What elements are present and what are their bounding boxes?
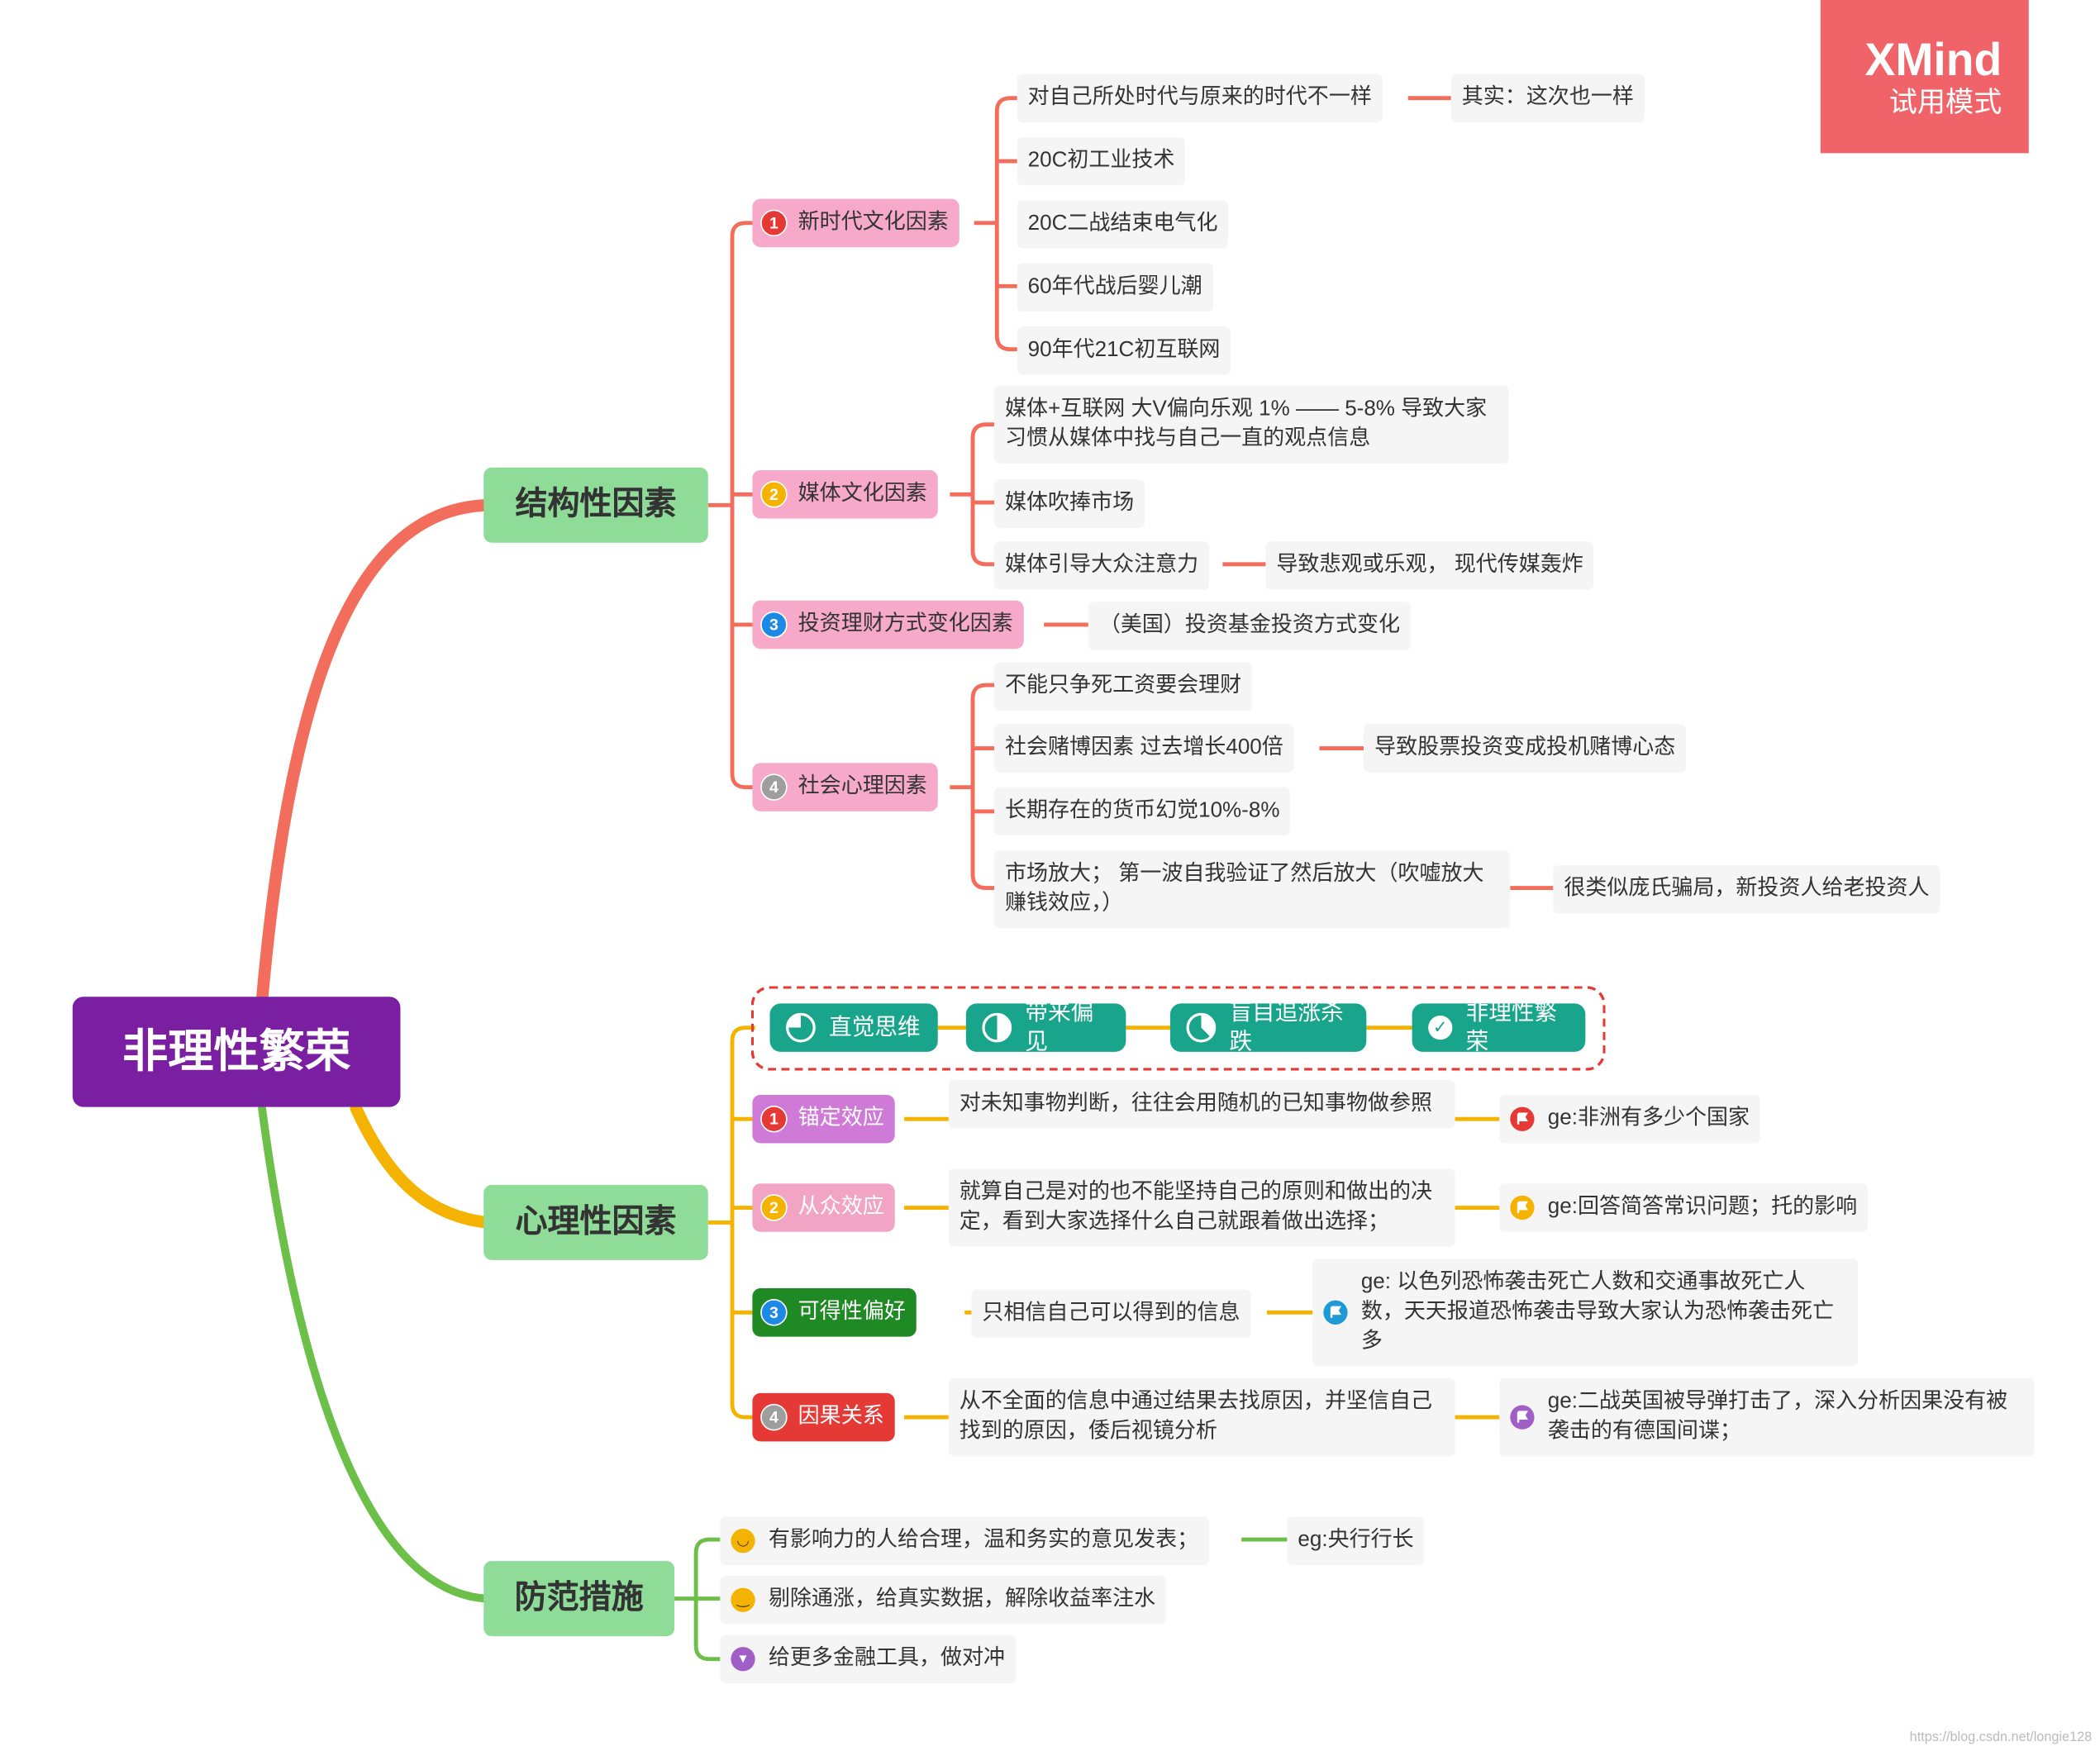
- example-label: ge:非洲有多少个国家: [1547, 1106, 1750, 1130]
- leaf-media-internet[interactable]: 媒体+互联网 大V偏向乐观 1% —— 5-8% 导致大家习惯从媒体中找与自己一…: [994, 385, 1509, 464]
- subtopic-label: 媒体文化因素: [798, 482, 927, 506]
- prevent-label: 给更多金融工具，做对冲: [768, 1647, 1006, 1670]
- priority-4-icon: 4: [760, 1403, 788, 1431]
- watermark-brand: XMind: [1864, 35, 2002, 87]
- leaf-note-same[interactable]: 其实：这次也一样: [1450, 74, 1645, 122]
- priority-3-icon: 3: [760, 1299, 788, 1326]
- leaf-money-illusion[interactable]: 长期存在的货币幻觉10%-8%: [994, 787, 1291, 836]
- leaf-baby-boom[interactable]: 60年代战后婴儿潮: [1017, 263, 1213, 312]
- leaf-electrification[interactable]: 20C二战结束电气化: [1017, 200, 1229, 249]
- example-label: ge: 以色列恐怖袭击死亡人数和交通事故死亡人数，天天报道恐怖袭击导致大家认为恐…: [1360, 1270, 1835, 1354]
- prevent-label: 剔除通涨，给真实数据，解除收益率注水: [768, 1587, 1156, 1611]
- example-label: ge:回答简答常识问题；托的影响: [1547, 1195, 1858, 1219]
- subtopic-causality[interactable]: 4 因果关系: [752, 1392, 895, 1442]
- subtopic-label: 锚定效应: [798, 1106, 884, 1130]
- laughing-face-icon: ◡: [731, 1529, 755, 1554]
- subtopic-investment-change[interactable]: 3 投资理财方式变化因素: [752, 600, 1024, 649]
- chain-label: 直觉思维: [829, 1014, 921, 1040]
- leaf-prevent-influencers[interactable]: ◡ 有影响力的人给合理，温和务实的意见发表；: [720, 1516, 1210, 1565]
- source-url: https://blog.csdn.net/longie128: [1909, 1730, 2093, 1745]
- watermark-mode: 试用模式: [1888, 87, 2002, 119]
- priority-3-icon: 3: [760, 611, 788, 639]
- example-label: ge:二战英国被导弹打击了，深入分析因果没有被袭击的有德国间谍；: [1547, 1390, 2008, 1444]
- leaf-ponzi[interactable]: 很类似庞氏骗局，新投资人给老投资人: [1553, 864, 1940, 914]
- leaf-causality-desc[interactable]: 从不全面的信息中通过结果去找原因，并坚信自己找到的原因，倭后视镜分析: [948, 1377, 1455, 1457]
- leaf-prevent-hedging[interactable]: ▾ 给更多金融工具，做对冲: [720, 1634, 1017, 1684]
- leaf-herd-desc[interactable]: 就算自己是对的也不能坚持自己的原则和做出的决定，看到大家选择什么自己就跟着做出选…: [948, 1168, 1455, 1247]
- leaf-media-attention[interactable]: 媒体引导大众注意力: [994, 541, 1210, 590]
- subtopic-social-psych[interactable]: 4 社会心理因素: [752, 763, 938, 811]
- subtopic-label: 社会心理因素: [798, 775, 927, 798]
- subtopic-label: 因果关系: [798, 1405, 884, 1429]
- progress-half-icon: [982, 1012, 1012, 1043]
- chain-boundary: [750, 986, 1606, 1071]
- chain-intuition[interactable]: 直觉思维: [769, 1003, 938, 1052]
- leaf-availability-desc[interactable]: 只相信自己可以得到的信息: [971, 1289, 1251, 1339]
- leaf-media-hype[interactable]: 媒体吹捧市场: [994, 479, 1145, 528]
- flag-icon: [1510, 1195, 1535, 1220]
- leaf-manage-money[interactable]: 不能只争死工资要会理财: [994, 662, 1253, 711]
- leaf-availability-example[interactable]: ge: 以色列恐怖袭击死亡人数和交通事故死亡人数，天天报道恐怖袭击导致大家认为恐…: [1312, 1259, 1859, 1367]
- progress-three-quarter-icon: [786, 1012, 816, 1043]
- subtopic-label: 投资理财方式变化因素: [798, 612, 1013, 635]
- leaf-us-funds[interactable]: （美国）投资基金投资方式变化: [1088, 602, 1412, 650]
- subtopic-label: 可得性偏好: [798, 1300, 906, 1324]
- leaf-herd-example[interactable]: ge:回答简答常识问题；托的影响: [1499, 1183, 1869, 1232]
- prevent-label: 有影响力的人给合理，温和务实的意见发表；: [768, 1529, 1199, 1552]
- flag-icon: [1510, 1106, 1535, 1131]
- subtopic-anchoring[interactable]: 1 锚定效应: [752, 1094, 895, 1144]
- leaf-anchoring-desc[interactable]: 对未知事物判断，往往会用随机的已知事物做参照: [948, 1080, 1455, 1129]
- subtopic-herd[interactable]: 2 从众效应: [752, 1183, 895, 1232]
- leaf-internet[interactable]: 90年代21C初互联网: [1017, 326, 1231, 375]
- subtopic-new-era-culture[interactable]: 1 新时代文化因素: [752, 198, 960, 248]
- progress-complete-icon: ✓: [1428, 1016, 1453, 1040]
- root-topic[interactable]: 非理性繁荣: [72, 997, 401, 1107]
- topic-structural[interactable]: 结构性因素: [483, 467, 708, 543]
- devil-face-icon: ▾: [731, 1647, 755, 1672]
- subtopic-availability[interactable]: 3 可得性偏好: [752, 1288, 917, 1337]
- chain-chase[interactable]: 盲目追涨杀跌: [1169, 1000, 1367, 1054]
- chain-label: 非理性繁荣: [1465, 999, 1558, 1055]
- leaf-gambling[interactable]: 社会赌博因素 过去增长400倍: [994, 724, 1294, 773]
- priority-2-icon: 2: [760, 481, 788, 508]
- priority-1-icon: 1: [760, 209, 788, 237]
- leaf-anchoring-example[interactable]: ge:非洲有多少个国家: [1499, 1094, 1761, 1144]
- leaf-market-amplify[interactable]: 市场放大； 第一波自我验证了然后放大（吹嘘放大赚钱效应，）: [994, 850, 1511, 929]
- leaf-prevent-central-bank[interactable]: eg:央行行长: [1287, 1516, 1425, 1565]
- trial-watermark: XMind 试用模式: [1820, 0, 2029, 154]
- leaf-prevent-real-data[interactable]: ‿ 剔除通涨，给真实数据，解除收益率注水: [720, 1575, 1167, 1625]
- chain-label: 盲目追涨杀跌: [1229, 999, 1344, 1055]
- leaf-causality-example[interactable]: ge:二战英国被导弹打击了，深入分析因果没有被袭击的有德国间谍；: [1499, 1377, 2035, 1457]
- progress-three-eighth-icon: [1186, 1012, 1217, 1043]
- leaf-era-different[interactable]: 对自己所处时代与原来的时代不一样: [1017, 74, 1383, 122]
- subtopic-label: 新时代文化因素: [798, 211, 949, 234]
- leaf-industrial-tech[interactable]: 20C初工业技术: [1017, 136, 1186, 186]
- priority-4-icon: 4: [760, 773, 788, 801]
- subtopic-media-culture[interactable]: 2 媒体文化因素: [752, 469, 938, 519]
- priority-2-icon: 2: [760, 1194, 788, 1221]
- priority-1-icon: 1: [760, 1105, 788, 1133]
- leaf-media-bombard[interactable]: 导致悲观或乐观， 现代传媒轰炸: [1265, 541, 1594, 590]
- topic-psych[interactable]: 心理性因素: [483, 1184, 708, 1260]
- flag-icon: [1323, 1300, 1348, 1325]
- subtopic-label: 从众效应: [798, 1195, 884, 1219]
- smiling-face-icon: ‿: [731, 1587, 755, 1612]
- chain-label: 带来偏见: [1025, 999, 1094, 1055]
- topic-prevent[interactable]: 防范措施: [483, 1561, 675, 1637]
- chain-bias[interactable]: 带来偏见: [965, 1000, 1126, 1054]
- leaf-speculation[interactable]: 导致股票投资变成投机赌博心态: [1364, 724, 1687, 773]
- chain-irrational[interactable]: ✓ 非理性繁荣: [1412, 1000, 1586, 1054]
- flag-icon: [1510, 1405, 1535, 1430]
